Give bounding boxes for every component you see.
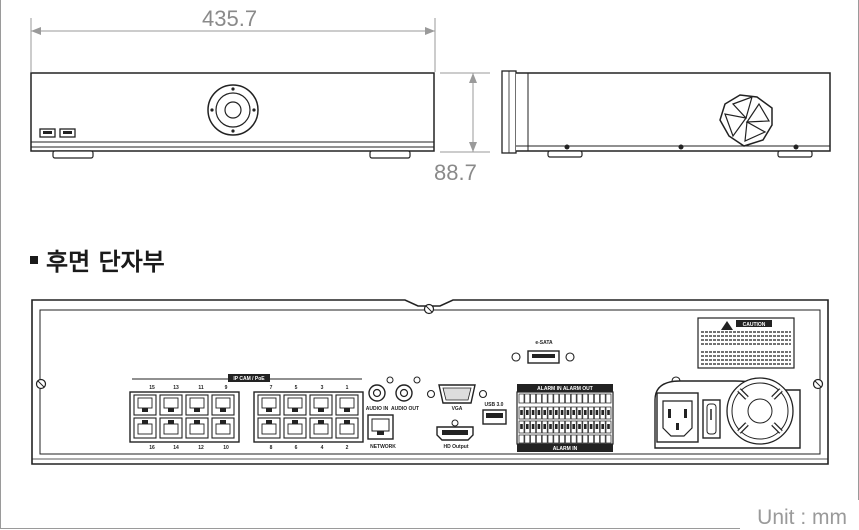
section-title: 후면 단자부 [30, 242, 165, 277]
port-number-label: 4 [321, 445, 324, 451]
rear-usb-port [482, 409, 507, 425]
port-number-label: 1 [346, 385, 349, 391]
caution-label: CAUTION [697, 317, 795, 369]
rear-panel: IP CAM / PoE 15 13 11 9 7 5 3 1 16 14 12 10 8 6 4 2 AU… [31, 299, 829, 465]
port-number-label: 11 [198, 385, 204, 391]
bullet-icon [30, 256, 38, 264]
port-number-label: 5 [295, 385, 298, 391]
foot [369, 150, 411, 159]
audio-in-label: AUDIO IN [366, 406, 389, 412]
audio-out-label: AUDIO OUT [391, 406, 419, 412]
arrow-up-icon [469, 73, 477, 83]
network-label: NETWORK [370, 444, 396, 450]
alarm-bottom-label: ALARM IN [553, 446, 578, 452]
port-number-label: 3 [321, 385, 324, 391]
hdmi-port [436, 419, 474, 441]
port-number-label: 12 [198, 445, 204, 451]
port-number-label: 8 [270, 445, 273, 451]
alarm-terminal-block: ALARM IN ALARM OUT ALARM IN [516, 384, 614, 452]
arrow-left-icon [31, 27, 41, 35]
port-number-label: 9 [225, 385, 228, 391]
rear-fan-icon [726, 377, 794, 445]
caution-text: CAUTION [743, 322, 766, 328]
power-button-icon [224, 101, 242, 119]
section-title-text: 후면 단자부 [46, 248, 165, 276]
warning-icon [721, 321, 733, 330]
hd-output-label: HD Output [444, 444, 469, 450]
vga-label: VGA [452, 406, 463, 412]
esata-port [511, 350, 575, 364]
alarm-top-label: ALARM IN ALARM OUT [537, 386, 593, 392]
side-view [501, 70, 831, 158]
arrow-down-icon [469, 142, 477, 152]
foot [547, 150, 583, 158]
unit-label: Unit : mm [757, 506, 847, 529]
port-number-label: 10 [223, 445, 229, 451]
port-number-label: 7 [270, 385, 273, 391]
usb-label: USB 3.0 [485, 402, 504, 408]
foot [777, 150, 813, 158]
screw-icon [812, 378, 824, 390]
poe-port-block [129, 391, 240, 443]
port-number-label: 13 [173, 385, 179, 391]
front-view [30, 18, 436, 159]
esata-label: e-SATA [535, 340, 553, 346]
port-number-label: 2 [346, 445, 349, 451]
port-number-label: 15 [149, 385, 155, 391]
audio-in-jack [368, 384, 386, 402]
power-supply-section [654, 376, 801, 449]
foot [52, 150, 94, 159]
port-number-label: 16 [149, 445, 155, 451]
screw-icon [423, 303, 435, 315]
width-dimension-label: 435.7 [202, 6, 258, 31]
height-dimension [440, 72, 490, 153]
screw-icon [35, 378, 47, 390]
poe-port-block [253, 391, 364, 443]
height-dimension-label: 88.7 [434, 160, 477, 185]
vga-port [426, 384, 488, 404]
fan-vent-icon [719, 94, 773, 147]
port-number-label: 14 [173, 445, 179, 451]
audio-out-jack [395, 384, 413, 402]
port-number-label: 6 [295, 445, 298, 451]
ip-cam-label: IP CAM / PoE [233, 376, 265, 382]
network-port [367, 414, 394, 440]
arrow-right-icon [425, 27, 435, 35]
